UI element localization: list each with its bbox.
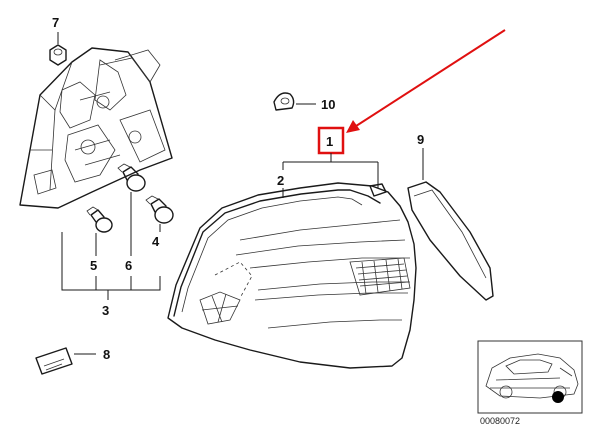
car-thumbnail-icon (477, 340, 583, 414)
location-dot-icon (552, 391, 564, 403)
callout-7: 7 (52, 15, 59, 30)
callout-8: 8 (103, 347, 110, 362)
callout-3: 3 (102, 303, 109, 318)
bulb-4 (145, 195, 174, 224)
tail-light-housing (167, 182, 417, 369)
callout-6: 6 (125, 258, 132, 273)
diagram-code: 00080072 (480, 416, 520, 426)
callout-5: 5 (90, 258, 97, 273)
callout-9: 9 (417, 132, 424, 147)
bulb-5 (86, 206, 113, 233)
callout-10: 10 (321, 97, 335, 112)
bulb-6 (117, 163, 146, 192)
nut-part: 7 (49, 15, 67, 66)
red-arrow-icon (346, 29, 506, 133)
label-sticker-part: 8 (35, 347, 110, 375)
side-lens-part: 9 (407, 132, 494, 301)
bulb-carrier-assembly (19, 47, 173, 209)
callout-1: 1 (326, 134, 333, 149)
cap-part: 10 (273, 92, 335, 112)
callout-2: 2 (277, 173, 284, 188)
callout-4: 4 (152, 234, 160, 249)
